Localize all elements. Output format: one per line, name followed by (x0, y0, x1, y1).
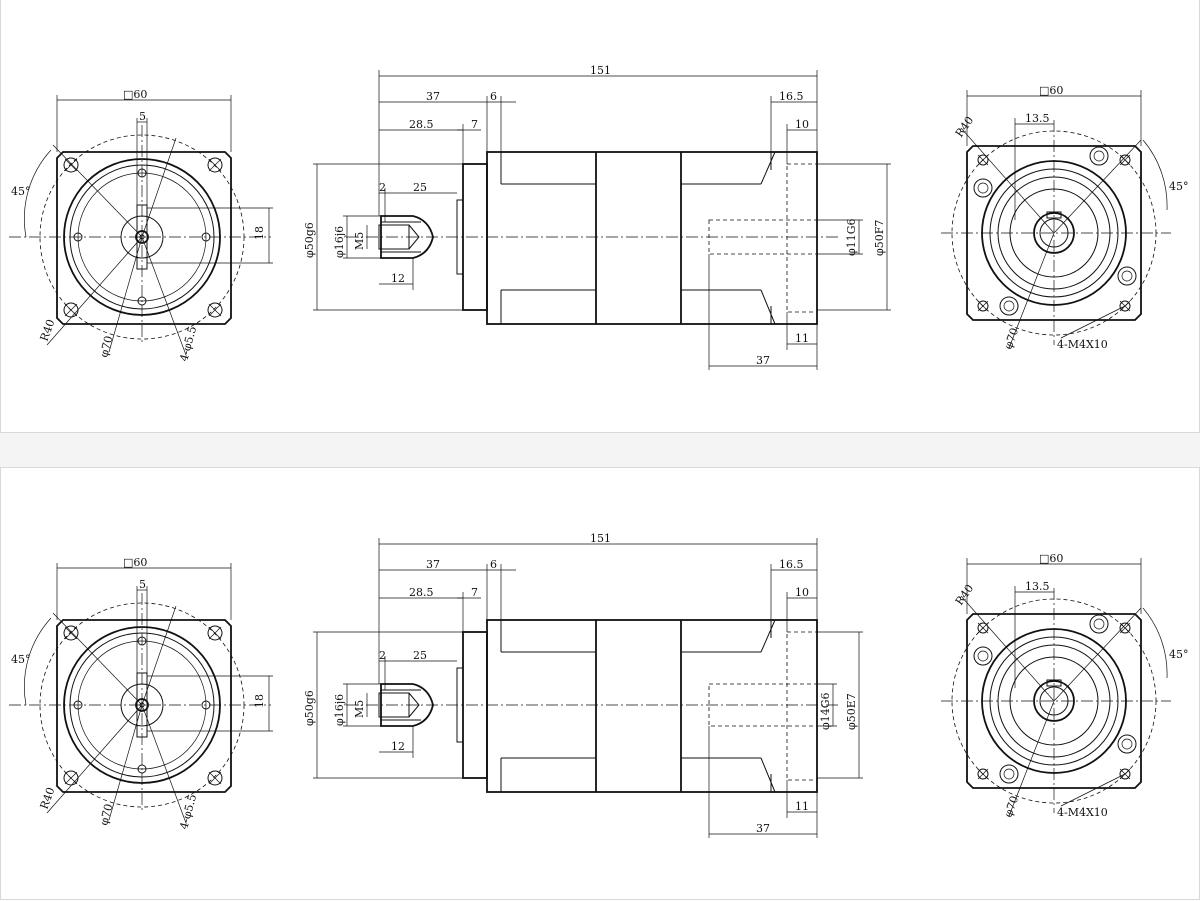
front-view: □60 5 45° 18 R40 φ70 4-φ5.5 (9, 556, 273, 831)
side-10-label: 10 (795, 586, 809, 599)
side-pilot-dia-label: φ50g6 (303, 222, 316, 258)
side-spigot-dia-label: φ50E7 (845, 693, 858, 730)
side-37-label: 37 (426, 90, 440, 103)
side-bore-dia-label: φ11G6 (845, 219, 858, 257)
front-angle-label: 45° (11, 653, 31, 666)
rear-diameter-label: φ70 (1002, 326, 1022, 351)
rear-square-label: □60 (1039, 552, 1063, 565)
side-shaft-dia-label: φ16j6 (333, 226, 346, 258)
rear-view: □60 13.5 R40 45° φ70 4-M4X10 (941, 552, 1189, 819)
side-pilot-dia-label: φ50g6 (303, 690, 316, 726)
side-m5-label: M5 (353, 232, 366, 250)
side-shaft-dia-label: φ16j6 (333, 694, 346, 726)
front-square-label: □60 (123, 88, 147, 101)
side-11-label: 11 (795, 800, 809, 813)
side-28-5-label: 28.5 (409, 586, 434, 599)
side-37-label: 37 (426, 558, 440, 571)
side-6-label: 6 (490, 558, 497, 571)
side-16-5-label: 16.5 (779, 558, 804, 571)
side-2-label: 2 (379, 649, 386, 662)
front-radius-label: R40 (38, 786, 58, 811)
front-holes-label: 4-φ5.5 (177, 325, 199, 363)
front-radius-label: R40 (38, 318, 58, 343)
drawing-panel-2: □60 5 45° 18 R40 φ70 4-φ5.5 (0, 467, 1200, 900)
front-key-width-label: 5 (139, 110, 146, 123)
panel-separator (0, 433, 1200, 467)
front-key-width-label: 5 (139, 578, 146, 591)
side-7-label: 7 (471, 586, 478, 599)
front-view: □60 5 45° 18 R40 φ70 4-φ5.5 (9, 88, 273, 363)
rear-angle-label: 45° (1169, 180, 1189, 193)
front-pitch-label: 18 (253, 694, 266, 708)
technical-drawing-2: □60 5 45° 18 R40 φ70 4-φ5.5 (9, 532, 1189, 838)
side-37b-label: 37 (756, 822, 770, 835)
side-10-label: 10 (795, 118, 809, 131)
side-view: 151 37 6 28.5 7 2 25 12 M5 φ16j6 φ50g6 1… (303, 64, 891, 370)
side-spigot-dia-label: φ50F7 (873, 220, 886, 256)
side-view: 151 37 6 28.5 7 2 25 12 M5 φ16j6 φ50g6 1… (303, 532, 863, 838)
rear-radius-label: R40 (953, 582, 976, 608)
front-diameter-label: φ70 (97, 802, 115, 826)
side-25-label: 25 (413, 181, 427, 194)
side-16-5-label: 16.5 (779, 90, 804, 103)
front-diameter-label: φ70 (97, 334, 115, 358)
side-37b-label: 37 (756, 354, 770, 367)
front-holes-label: 4-φ5.5 (177, 793, 199, 831)
side-total-label: 151 (590, 532, 611, 545)
front-pitch-label: 18 (253, 226, 266, 240)
rear-13-5-label: 13.5 (1025, 580, 1050, 593)
side-m5-label: M5 (353, 700, 366, 718)
rear-diameter-label: φ70 (1002, 794, 1022, 819)
side-12-label: 12 (391, 740, 405, 753)
side-7-label: 7 (471, 118, 478, 131)
side-6-label: 6 (490, 90, 497, 103)
side-11-label: 11 (795, 332, 809, 345)
side-2-label: 2 (379, 181, 386, 194)
front-angle-label: 45° (11, 185, 31, 198)
rear-13-5-label: 13.5 (1025, 112, 1050, 125)
rear-angle-label: 45° (1169, 648, 1189, 661)
side-bore-dia-label: φ14G6 (819, 693, 832, 731)
rear-square-label: □60 (1039, 84, 1063, 97)
technical-drawing-1: □60 5 45° 18 R40 φ70 4-φ5.5 (9, 64, 1189, 370)
side-12-label: 12 (391, 272, 405, 285)
front-square-label: □60 (123, 556, 147, 569)
side-25-label: 25 (413, 649, 427, 662)
side-28-5-label: 28.5 (409, 118, 434, 131)
rear-tapped-label: 4-M4X10 (1057, 338, 1108, 351)
rear-view: □60 13.5 R40 45° φ70 4-M4X10 (941, 84, 1189, 351)
side-total-label: 151 (590, 64, 611, 77)
rear-tapped-label: 4-M4X10 (1057, 806, 1108, 819)
drawing-panel-1: □60 5 45° 18 R40 φ70 4-φ5.5 (0, 0, 1200, 433)
rear-radius-label: R40 (953, 114, 976, 140)
